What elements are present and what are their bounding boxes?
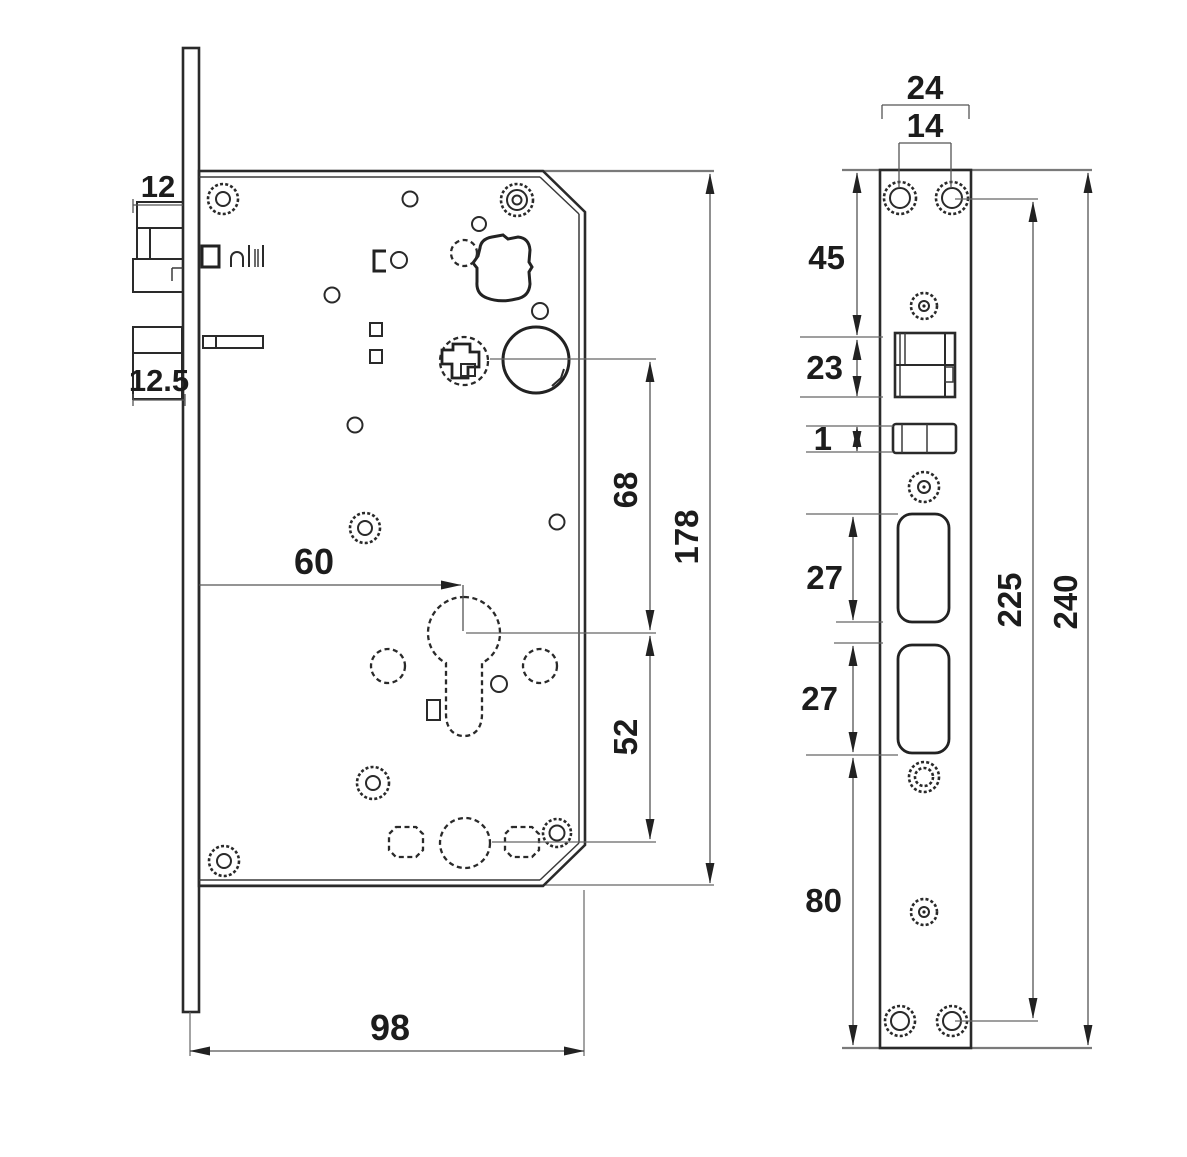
dim-label-225: 225: [991, 572, 1028, 627]
dim-label-68: 68: [607, 472, 644, 509]
dim-body-depth: 98: [189, 890, 585, 1056]
deadbolt-tail: [202, 335, 264, 349]
dim-label-14: 14: [907, 107, 944, 144]
latch-mechanism-parts: [200, 244, 386, 273]
dim-bolt-opening-upper: 27: [806, 513, 898, 623]
dim-label-45: 45: [808, 239, 845, 276]
dim-label-27b: 27: [801, 680, 838, 717]
dim-label-98: 98: [370, 1007, 410, 1048]
hidden-circle-left: [369, 647, 407, 685]
hidden-circle-right: [521, 647, 559, 685]
bottom-cutouts: [387, 816, 541, 870]
dim-aux-slot: 1: [806, 420, 893, 457]
dim-plate-width: 24: [881, 69, 970, 119]
screw-top-right: [499, 182, 535, 218]
dim-label-1: 1: [814, 420, 832, 457]
dim-bolt-opening-lower: 27: [801, 642, 898, 756]
screw-mid-plate: [907, 470, 941, 504]
dim-label-latch: 12: [141, 169, 175, 204]
dim-label-24: 24: [907, 69, 944, 106]
dim-backset: 60: [199, 541, 464, 631]
dim-body-height: 178: [668, 173, 715, 884]
screw-hole-bottom-left: [883, 1004, 917, 1038]
side-view: 12 12.5: [129, 46, 715, 1056]
dead-bolt: [132, 326, 183, 400]
dim-deadbolt: 12.5: [129, 363, 189, 406]
fixing-boss-lower: [355, 765, 391, 801]
dim-label-240: 240: [1047, 574, 1084, 629]
screw-hole-top-left: [882, 180, 918, 216]
screw-above-latch: [909, 291, 939, 321]
latch-opening: [893, 331, 957, 399]
fixing-boss-top-left: [206, 182, 240, 216]
dim-screw-centres: 225: [955, 198, 1038, 1022]
dim-label-backset: 60: [294, 541, 334, 582]
fixing-boss-middle: [348, 511, 382, 545]
euro-cylinder-profile: [426, 595, 502, 738]
dim-label-27a: 27: [806, 559, 843, 596]
dim-label-deadbolt: 12.5: [129, 363, 189, 398]
dim-plate-height: 240: [1047, 172, 1093, 1046]
large-round-cutout: [501, 325, 571, 395]
aux-slot: [891, 422, 958, 455]
dim-screw-spacing: 14: [898, 107, 952, 188]
pin-holes: [323, 190, 566, 693]
screw-bottom-right: [541, 817, 573, 849]
lock-body-inner-edges: [199, 176, 580, 881]
handle-follower: [438, 335, 490, 387]
screw-lower-plate: [909, 897, 939, 927]
dim-label-178: 178: [668, 509, 705, 564]
hidden-circle-top: [449, 238, 479, 268]
deadbolt-opening-lower: [896, 643, 951, 755]
dim-follower-to-cylinder: 68: [607, 361, 655, 631]
dim-latch-opening: 23: [800, 339, 883, 398]
faceplate-edge: [181, 46, 201, 1014]
dim-cylinder-to-lower-hole: 52: [607, 635, 655, 840]
deadbolt-opening-upper: [896, 512, 951, 624]
faceplate-front: [878, 168, 973, 1050]
dim-label-80: 80: [805, 882, 842, 919]
fixing-boss-bottom-left: [207, 844, 241, 878]
centre-extension-lines: [466, 358, 656, 843]
dim-lower-section: 80: [805, 757, 858, 1046]
dim-label-23: 23: [806, 349, 843, 386]
hole-below-bolts: [907, 760, 941, 794]
dim-label-52: 52: [607, 719, 644, 756]
screw-hole-top-right: [934, 180, 970, 216]
latch-bolt: [132, 201, 184, 293]
dim-latch: 12: [132, 169, 183, 213]
lock-body-outline: [197, 169, 587, 888]
dim-top-to-latch: 45: [800, 172, 883, 338]
front-view: 24 14 45 23 1: [800, 69, 1093, 1050]
spindle-cutout: [471, 233, 534, 303]
square-holes: [369, 322, 441, 721]
